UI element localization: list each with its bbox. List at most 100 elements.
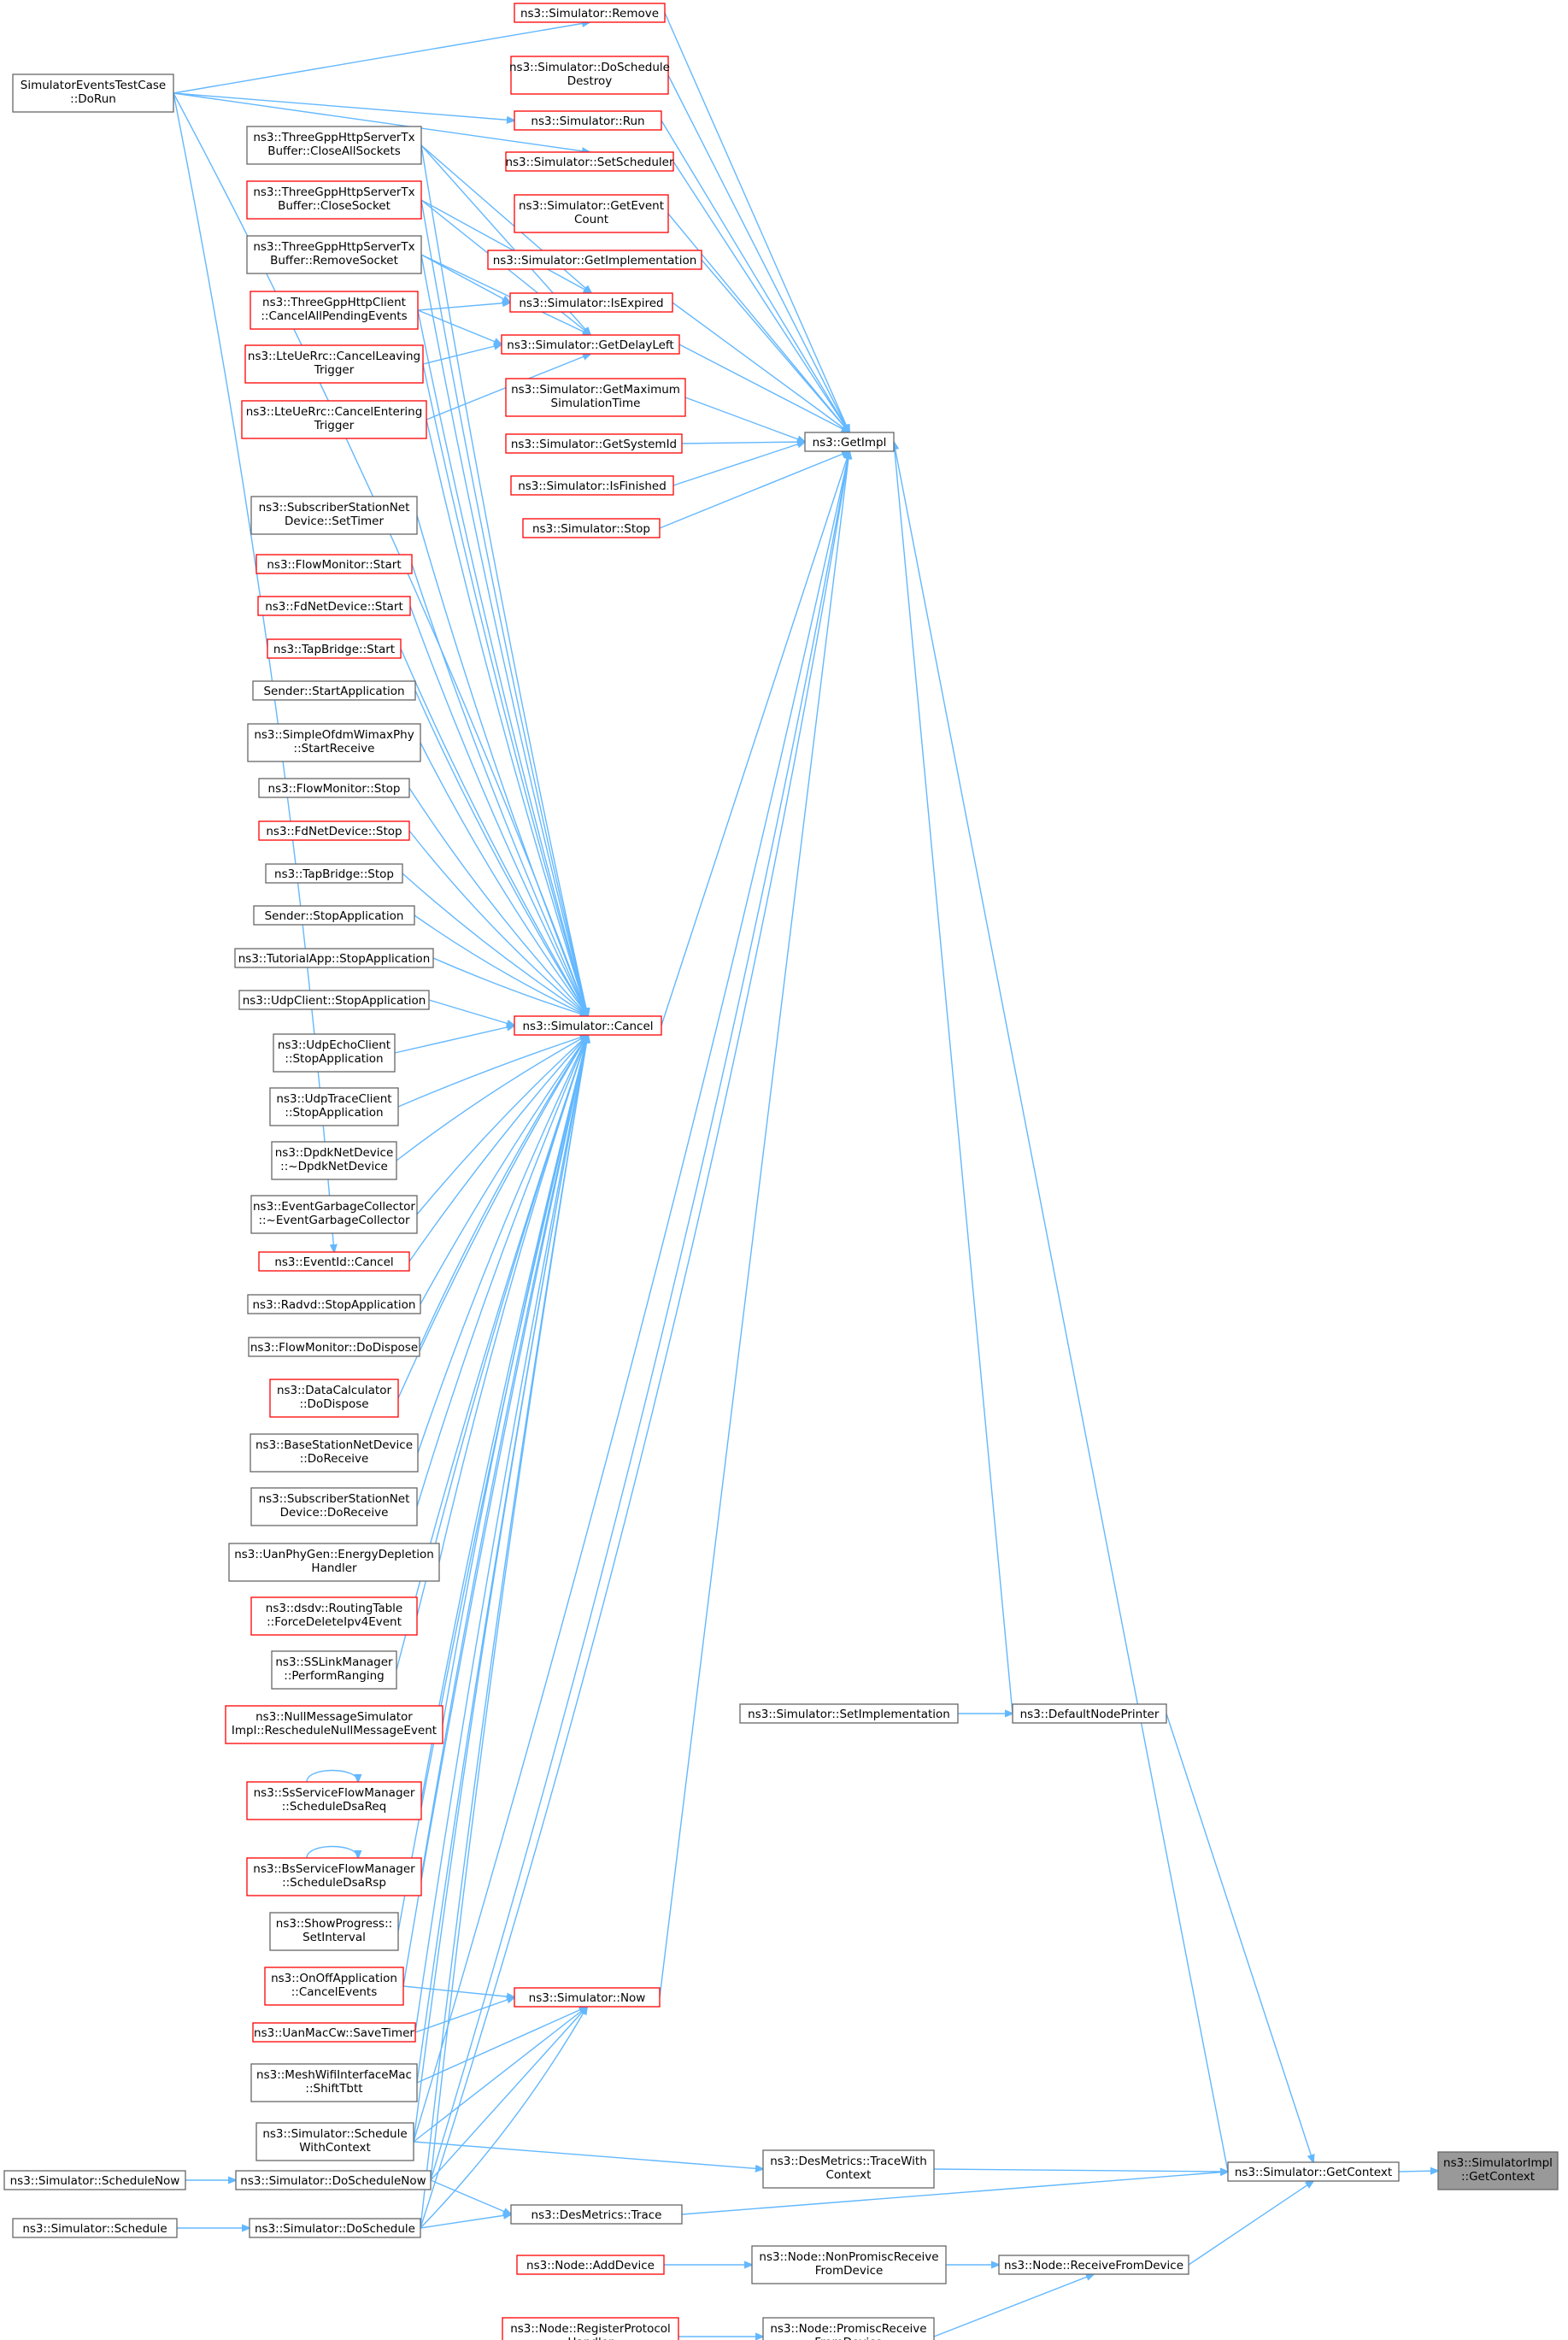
node-dcDispose[interactable]: ns3::DataCalculator::DoDispose [269, 1379, 399, 1418]
node-nullMsg[interactable]: ns3::NullMessageSimulatorImpl::Reschedul… [225, 1705, 443, 1744]
edge-fdStart-to-cancel [409, 605, 588, 1016]
node-receiveFromDevice[interactable]: ns3::Node::ReceiveFromDevice [998, 2255, 1189, 2275]
node-getContext-label-0: ns3::Simulator::GetContext [1235, 2166, 1392, 2179]
node-fdStop[interactable]: ns3::FdNetDevice::Stop [258, 820, 410, 841]
node-closeSocket[interactable]: ns3::ThreeGppHttpServerTxBuffer::CloseSo… [246, 180, 422, 220]
node-tapStop[interactable]: ns3::TapBridge::Stop [265, 863, 403, 884]
node-radvdStop[interactable]: ns3::Radvd::StopApplication [247, 1294, 421, 1314]
node-udpTraceStop[interactable]: ns3::UdpTraceClient::StopApplication [269, 1087, 399, 1126]
node-getSystemId[interactable]: ns3::Simulator::GetSystemId [505, 433, 683, 454]
node-isExpired-box [509, 292, 673, 313]
node-stop[interactable]: ns3::Simulator::Stop [522, 518, 661, 538]
node-tapStart[interactable]: ns3::TapBridge::Start [267, 638, 402, 659]
node-cancelAllPending[interactable]: ns3::ThreeGppHttpClient::CancelAllPendin… [250, 291, 419, 330]
node-tutorialStop[interactable]: ns3::TutorialApp::StopApplication [234, 948, 434, 968]
node-setImplementation[interactable]: ns3::Simulator::SetImplementation [739, 1703, 959, 1724]
node-senderStop[interactable]: Sender::StopApplication [253, 905, 415, 926]
node-uanSaveTimer-label-0: ns3::UanMacCw::SaveTimer [254, 2026, 414, 2040]
node-removeSocket[interactable]: ns3::ThreeGppHttpServerTxBuffer::RemoveS… [246, 235, 422, 274]
node-fmDispose[interactable]: ns3::FlowMonitor::DoDispose [248, 1337, 420, 1357]
node-bsDsaRsp[interactable]: ns3::BsServiceFlowManager::ScheduleDsaRs… [246, 1857, 422, 1896]
node-focus[interactable]: ns3::SimulatorImpl::GetContext [1437, 2151, 1559, 2190]
node-doRun[interactable]: SimulatorEventsTestCase::DoRun [12, 73, 174, 113]
node-eventIdCancel[interactable]: ns3::EventId::Cancel [258, 1251, 410, 1272]
node-setScheduler[interactable]: ns3::Simulator::SetScheduler [505, 151, 674, 172]
node-ssLinkRanging[interactable]: ns3::SSLinkManager::PerformRanging [271, 1650, 397, 1690]
node-trace[interactable]: ns3::DesMetrics::Trace [510, 2204, 683, 2225]
node-udpClientStop[interactable]: ns3::UdpClient::StopApplication [238, 990, 430, 1010]
node-onOffCancel[interactable]: ns3::OnOffApplication::CancelEvents [264, 1967, 404, 2006]
node-getContext[interactable]: ns3::Simulator::GetContext [1227, 2161, 1400, 2182]
node-registerProtocol[interactable]: ns3::Node::RegisterProtocolHandler [502, 2317, 679, 2340]
node-senderStart-box [252, 680, 416, 701]
node-fmStop[interactable]: ns3::FlowMonitor::Stop [258, 778, 410, 798]
node-defaultNodePrinter[interactable]: ns3::DefaultNodePrinter [1012, 1703, 1167, 1724]
node-removeSocket-label-0: ns3::ThreeGppHttpServerTx [253, 240, 414, 254]
node-uanEnergy-label-1: Handler [311, 1561, 357, 1575]
node-ssReceive[interactable]: ns3::SubscriberStationNetDevice::DoRecei… [250, 1487, 418, 1526]
node-now[interactable]: ns3::Simulator::Now [514, 1987, 661, 2008]
node-dpdkDtor[interactable]: ns3::DpdkNetDevice::~DpdkNetDevice [271, 1141, 397, 1180]
node-doSchedule[interactable]: ns3::Simulator::DoSchedule [249, 2218, 421, 2238]
node-getMaxSimTime-label-1: SimulationTime [551, 397, 641, 410]
node-egcDtor[interactable]: ns3::EventGarbageCollector::~EventGarbag… [250, 1195, 418, 1234]
node-ofdmStartReceive[interactable]: ns3::SimpleOfdmWimaxPhy::StartReceive [247, 723, 421, 762]
edge-egcDtor-to-cancel [416, 1035, 588, 1215]
node-ssDsaReq[interactable]: ns3::SsServiceFlowManager::ScheduleDsaRe… [246, 1781, 422, 1820]
edge-closeAllSockets-to-cancel [420, 144, 588, 1016]
node-stop-box [522, 518, 661, 538]
node-scheduleNow[interactable]: ns3::Simulator::ScheduleNow [3, 2170, 186, 2190]
node-getEventCount-box [514, 194, 669, 233]
node-showProgress[interactable]: ns3::ShowProgress::SetInterval [269, 1912, 399, 1951]
node-dsdvForce-label-1: ::ForceDeleteIpv4Event [267, 1615, 402, 1629]
node-ssSetTimer[interactable]: ns3::SubscriberStationNetDevice::SetTime… [250, 496, 418, 535]
node-setImplementation-label-0: ns3::Simulator::SetImplementation [748, 1708, 950, 1721]
node-getDelayLeft[interactable]: ns3::Simulator::GetDelayLeft [501, 334, 680, 355]
node-receiveFromDevice-label-0: ns3::Node::ReceiveFromDevice [1004, 2259, 1183, 2272]
node-getImplementation-label-0: ns3::Simulator::GetImplementation [493, 254, 697, 268]
node-senderStart[interactable]: Sender::StartApplication [252, 680, 416, 701]
edge-cancelAllPending-to-getDelayLeft [417, 309, 502, 344]
node-isFinished[interactable]: ns3::Simulator::IsFinished [510, 475, 674, 496]
edge-doSchedule-to-trace [420, 2214, 511, 2229]
node-dsdvForce[interactable]: ns3::dsdv::RoutingTable::ForceDeleteIpv4… [250, 1596, 418, 1636]
edge-defaultNodePrinter-to-getContext [1166, 1713, 1313, 2162]
node-trace-box [510, 2204, 683, 2225]
node-run[interactable]: ns3::Simulator::Run [514, 110, 662, 131]
node-fmStart[interactable]: ns3::FlowMonitor::Start [255, 554, 413, 574]
node-remove[interactable]: ns3::Simulator::Remove [514, 3, 666, 23]
node-getImplementation[interactable]: ns3::Simulator::GetImplementation [487, 250, 702, 270]
node-schedule[interactable]: ns3::Simulator::Schedule [12, 2218, 178, 2238]
node-focus-box [1437, 2151, 1559, 2190]
node-meshShift[interactable]: ns3::MeshWifiInterfaceMac::ShiftTbtt [250, 2063, 418, 2102]
edge-getEventCount-to-getImpl [667, 213, 849, 432]
node-uanSaveTimer[interactable]: ns3::UanMacCw::SaveTimer [252, 2022, 416, 2043]
node-bsReceive[interactable]: ns3::BaseStationNetDevice::DoReceive [250, 1433, 419, 1473]
node-tutorialStop-box [234, 948, 434, 968]
node-scheduleWithContext-label-1: WithContext [299, 2141, 371, 2155]
node-getImpl[interactable]: ns3::GetImpl [804, 432, 895, 452]
edge-bsDsaRsp-to-cancel [420, 1035, 588, 1878]
node-scheduleNow-label-0: ns3::Simulator::ScheduleNow [10, 2174, 180, 2188]
node-addDevice[interactable]: ns3::Node::AddDevice [516, 2255, 665, 2275]
node-tapStop-label-0: ns3::TapBridge::Stop [274, 867, 394, 881]
edge-tutorialStop-to-cancel [432, 957, 588, 1016]
node-doScheduleNow[interactable]: ns3::Simulator::DoScheduleNow [235, 2170, 432, 2190]
node-fmStart-box [255, 554, 413, 574]
node-fdStart[interactable]: ns3::FdNetDevice::Start [257, 596, 411, 616]
node-isExpired[interactable]: ns3::Simulator::IsExpired [509, 292, 673, 313]
node-cancel[interactable]: ns3::Simulator::Cancel [514, 1015, 662, 1036]
node-ssDsaReq-label-1: ::ScheduleDsaReq [282, 1800, 386, 1814]
node-udpEchoStop[interactable]: ns3::UdpEchoClient::StopApplication [273, 1033, 396, 1073]
node-closeAllSockets[interactable]: ns3::ThreeGppHttpServerTxBuffer::CloseAl… [246, 126, 422, 165]
